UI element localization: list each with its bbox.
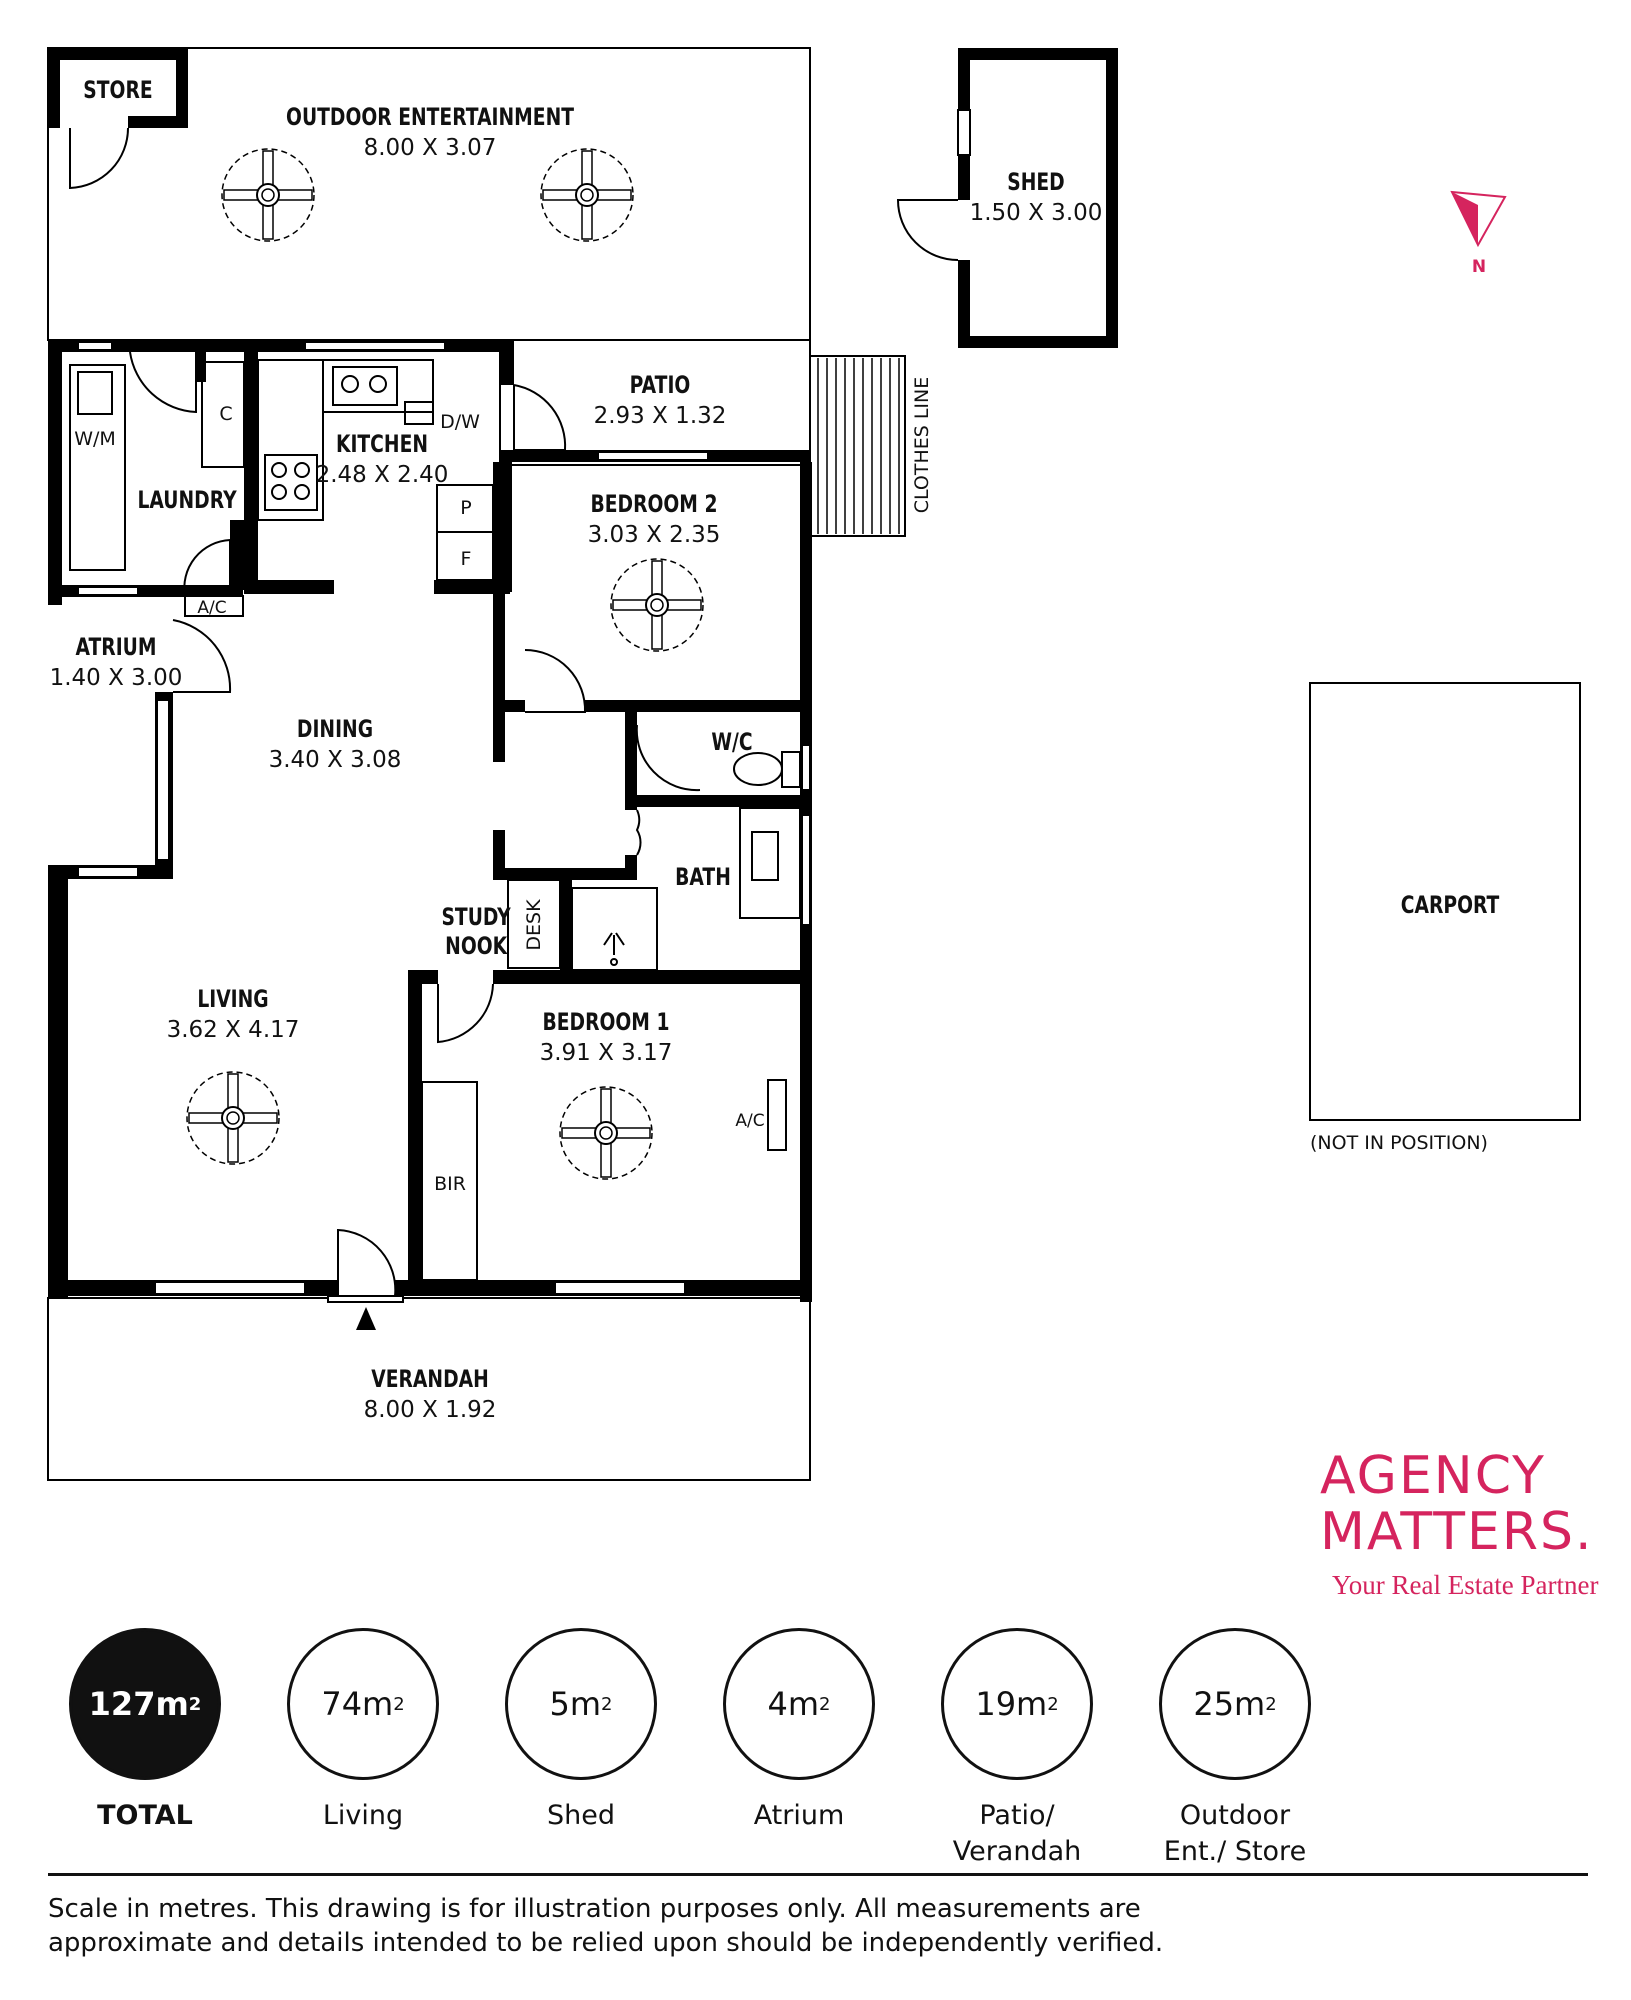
disclaimer: Scale in metres. This drawing is for ill…: [48, 1894, 1164, 1958]
living-label: LIVING: [197, 986, 268, 1014]
clothes-line-rack: [817, 358, 900, 534]
bath-label: BATH: [675, 864, 731, 892]
shed-dim: 1.50 X 3.00: [970, 200, 1103, 226]
verandah-label: VERANDAH: [371, 1366, 489, 1394]
desk-label: DESK: [523, 899, 545, 951]
stat-value: 5m: [549, 1685, 602, 1723]
floor-plan: STORE OUTDOOR ENTERTAINMENT 8.00 X 3.07 …: [47, 47, 1581, 1481]
kitchen-label: KITCHEN: [336, 431, 428, 459]
ceiling-fan-icon: [186, 1071, 280, 1165]
agency-logo: AGENCY MATTERS. Your Real Estate Partner: [1320, 1448, 1620, 1601]
doors: [129, 351, 701, 1330]
stat-label: Living: [322, 1800, 404, 1831]
outdoor-entertainment-dim: 8.00 X 3.07: [364, 135, 497, 161]
ceiling-fan-icon: [559, 1086, 653, 1180]
bir-label: BIR: [434, 1173, 466, 1195]
stat-unit-superscript: 2: [601, 1693, 613, 1715]
cupboard-label: C: [219, 403, 232, 425]
stat-label: Outdoor Ent./ Store: [1163, 1800, 1307, 1867]
bedroom2-label: BEDROOM 2: [591, 491, 718, 519]
stat-value: 19m: [975, 1685, 1048, 1723]
kitchen-dim: 2.48 X 2.40: [316, 462, 449, 488]
verandah-area: [47, 1297, 811, 1481]
ac-label-dining: A/C: [197, 598, 226, 618]
north-arrow-icon: [1450, 190, 1507, 248]
clothes-line-label: CLOTHES LINE: [911, 377, 933, 514]
store-walls: [48, 48, 188, 190]
patio-label: PATIO: [630, 372, 691, 400]
stat-label: Atrium: [753, 1800, 845, 1831]
stat-unit-superscript: 2: [1265, 1693, 1277, 1715]
stat-unit-superscript: 2: [393, 1693, 405, 1715]
stat-label: Patio/ Verandah: [952, 1800, 1082, 1867]
wc-label: W/C: [711, 729, 752, 757]
ac-label-bedroom: A/C: [735, 1111, 764, 1131]
store-label: STORE: [83, 77, 152, 105]
windows: [77, 341, 811, 1295]
stat-unit-superscript: 2: [188, 1693, 202, 1715]
brand-line2: MATTERS.: [1320, 1502, 1594, 1562]
carport-area: [1309, 682, 1581, 1121]
patio-dim: 2.93 X 1.32: [594, 403, 727, 429]
living-dim: 3.62 X 4.17: [167, 1017, 300, 1043]
brand-line1: AGENCY: [1320, 1446, 1546, 1506]
outdoor-entertainment-label: OUTDOOR ENTERTAINMENT: [286, 104, 574, 132]
washing-machine-label: W/M: [74, 428, 116, 450]
brand-tagline: Your Real Estate Partner: [1332, 1570, 1599, 1600]
dining-label: DINING: [297, 716, 373, 744]
ceiling-fans: [186, 148, 704, 1180]
stat-value: 74m: [321, 1685, 394, 1723]
study-label-line2: NOOK: [445, 933, 508, 961]
bedroom1-dim: 3.91 X 3.17: [540, 1040, 673, 1066]
dining-dim: 3.40 X 3.08: [269, 747, 402, 773]
atrium-dim: 1.40 X 3.00: [50, 665, 183, 691]
atrium-label: ATRIUM: [76, 634, 157, 662]
stat-value: 4m: [767, 1685, 820, 1723]
stat-unit-superscript: 2: [1047, 1693, 1059, 1715]
outdoor-entertainment-area: [47, 47, 811, 341]
ceiling-fan-icon: [221, 148, 315, 242]
verandah-dim: 8.00 X 1.92: [364, 1397, 497, 1423]
stat-unit-superscript: 2: [819, 1693, 831, 1715]
stat-label: TOTAL: [97, 1800, 193, 1831]
north-label: N: [1472, 257, 1486, 277]
fridge-label: F: [461, 548, 472, 570]
pantry-label: P: [460, 497, 471, 519]
shed-walls: [896, 48, 1118, 348]
stat-value: 127m: [88, 1685, 189, 1723]
ceiling-fan-icon: [540, 148, 634, 242]
bedroom1-label: BEDROOM 1: [543, 1009, 670, 1037]
shed-label: SHED: [1007, 169, 1064, 197]
carport-note: (NOT IN POSITION): [1310, 1132, 1488, 1154]
ceiling-fan-icon: [610, 558, 704, 652]
study-label-line1: STUDY: [441, 904, 511, 932]
stat-value: 25m: [1193, 1685, 1266, 1723]
fixtures: [69, 355, 906, 1281]
carport-label: CARPORT: [1401, 892, 1500, 920]
dishwasher-label: D/W: [440, 411, 480, 433]
bedroom2-dim: 3.03 X 2.35: [588, 522, 721, 548]
divider: [48, 1873, 1588, 1876]
stat-label: Shed: [546, 1800, 615, 1831]
laundry-label: LAUNDRY: [137, 487, 237, 515]
